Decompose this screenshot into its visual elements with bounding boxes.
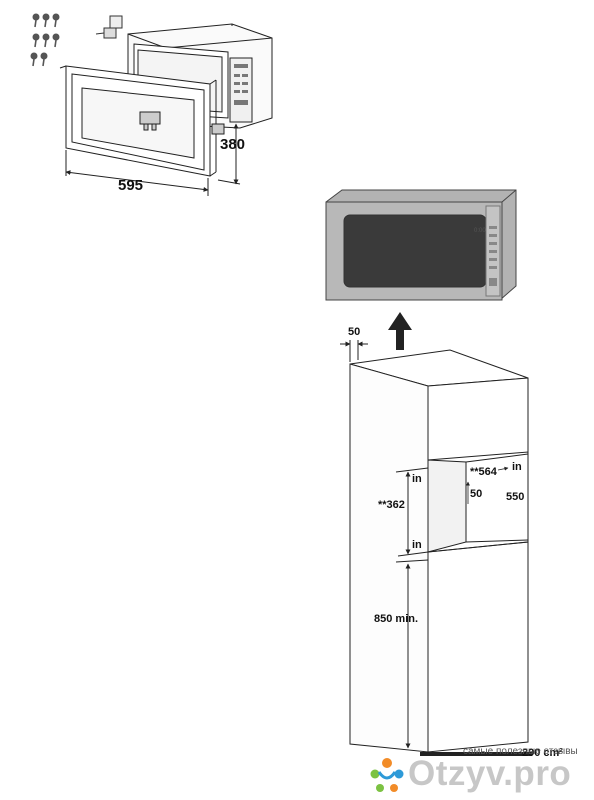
dimension-380	[217, 123, 241, 185]
screw-icon	[32, 13, 40, 28]
lift-up-arrow-icon	[388, 312, 412, 350]
vent-area-label: 200 cm²	[522, 747, 563, 759]
otzyv-logo-icon	[370, 758, 404, 792]
watermark-caption: самые полезные отзывы	[463, 746, 578, 757]
screw-icon	[32, 33, 40, 48]
screw-icon	[52, 33, 60, 48]
screw-icon	[42, 13, 50, 28]
dimension-362	[395, 467, 429, 557]
dimension-595-label: 595	[118, 177, 143, 194]
in-bottom-label: in	[412, 539, 422, 551]
screw-icon	[40, 52, 48, 67]
bracket-left-icon	[95, 15, 123, 39]
microwave-display-readout: 0:00	[474, 228, 486, 234]
niche-width-label: **564	[470, 466, 498, 478]
dimension-50-top-label: 50	[348, 326, 360, 338]
dimension-380-label: 380	[220, 136, 245, 153]
in-top-label: in	[412, 473, 422, 485]
screws-group	[30, 13, 60, 67]
screw-icon	[52, 13, 60, 28]
niche-back-gap-label: 50	[470, 488, 482, 500]
frame-side-bracket-icon	[211, 123, 225, 135]
screw-icon	[30, 52, 38, 67]
otzyv-watermark[interactable]: самые полезные отзывы Otzyv.pro	[362, 744, 594, 800]
in-top-right-label: in	[512, 461, 522, 473]
microwave-door-window	[343, 214, 487, 288]
tall-cabinet	[349, 349, 532, 756]
screw-icon	[42, 33, 50, 48]
niche-depth-label: 550	[506, 491, 524, 503]
frame-bracket-icon	[139, 111, 161, 131]
floor-height-label: 850 min.	[374, 613, 418, 625]
large-microwave	[325, 189, 517, 301]
niche-inner-dim	[466, 466, 509, 504]
dimension-595	[65, 150, 209, 196]
niche-height-label: **362	[378, 499, 405, 511]
control-panel-buttons	[234, 64, 248, 105]
watermark-site: Otzyv.pro	[408, 754, 572, 793]
dimension-850	[395, 559, 429, 749]
mounting-frame	[59, 65, 225, 177]
dimension-50-top	[340, 340, 368, 362]
